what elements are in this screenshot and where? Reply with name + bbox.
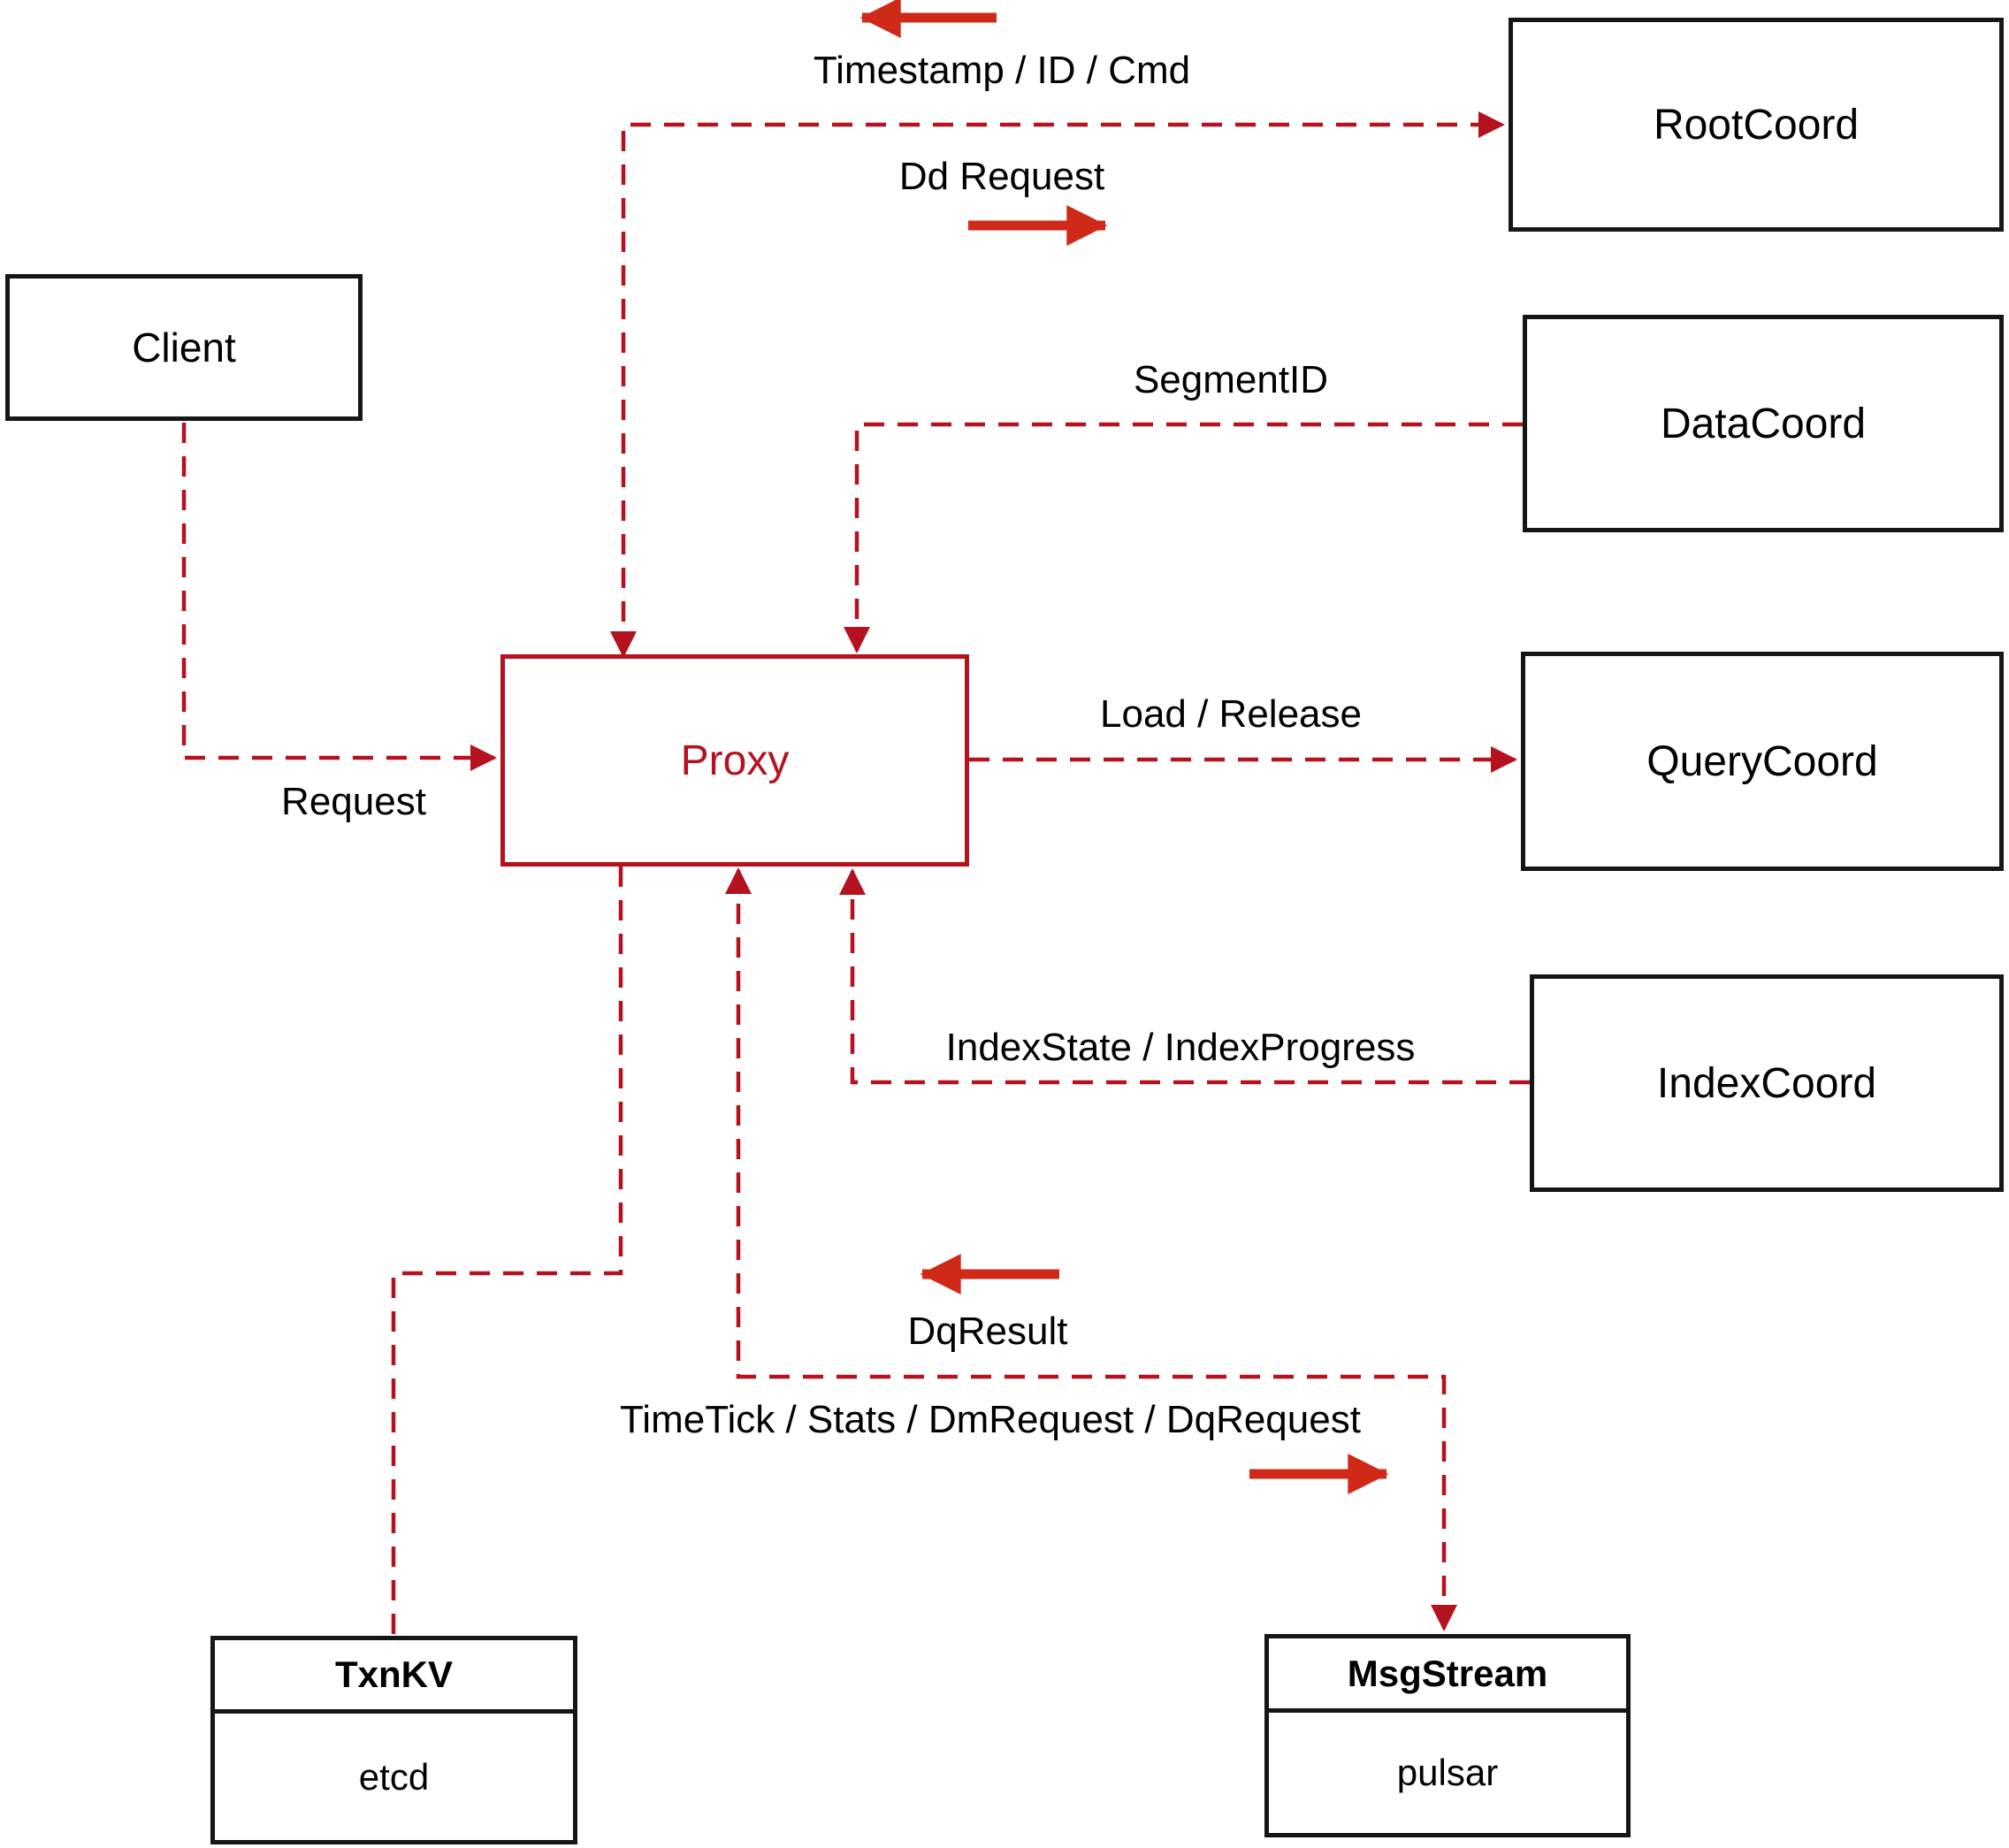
edge-label-dq-result: DqResult [907, 1310, 1068, 1353]
txnkv-subtitle: etcd [358, 1755, 430, 1798]
msgstream-title: MsgStream [1269, 1638, 1626, 1713]
edge-label-timetick: TimeTick / Stats / DmRequest / DqRequest [620, 1398, 1361, 1441]
txnkv-title: TxnKV [215, 1640, 573, 1714]
querycoord-label: QueryCoord [1646, 737, 1878, 785]
edge-proxy-msgstream [725, 867, 1457, 1631]
datacoord-node: DataCoord [1523, 315, 2004, 532]
client-node: Client [5, 274, 363, 421]
edge-label-segment-id: SegmentID [1133, 358, 1329, 401]
txnkv-node: TxnKV etcd [210, 1636, 577, 1844]
querycoord-node: QueryCoord [1521, 652, 2004, 871]
edge-label-timestamp: Timestamp / ID / Cmd [813, 49, 1191, 92]
edge-label-dd-request: Dd Request [898, 155, 1105, 198]
datacoord-label: DataCoord [1660, 400, 1867, 447]
rootcoord-node: RootCoord [1509, 18, 2004, 232]
proxy-node: Proxy [500, 654, 969, 867]
edge-proxy-txnkv [391, 867, 623, 1634]
msgstream-node: MsgStream pulsar [1264, 1634, 1631, 1837]
edge-label-index-state: IndexState / IndexProgress [945, 1026, 1416, 1069]
indexcoord-label: IndexCoord [1656, 1059, 1877, 1107]
msgstream-subtitle: pulsar [1396, 1752, 1499, 1793]
rootcoord-label: RootCoord [1653, 101, 1860, 149]
indexcoord-node: IndexCoord [1530, 974, 2004, 1192]
edge-datacoord-proxy [844, 422, 1523, 653]
edge-proxy-rootcoord [610, 111, 1505, 658]
edge-label-request: Request [281, 780, 426, 823]
edge-label-load-release: Load / Release [1100, 692, 1362, 736]
edge-client-proxy [181, 423, 497, 771]
proxy-label: Proxy [680, 737, 790, 784]
client-label: Client [132, 325, 236, 370]
